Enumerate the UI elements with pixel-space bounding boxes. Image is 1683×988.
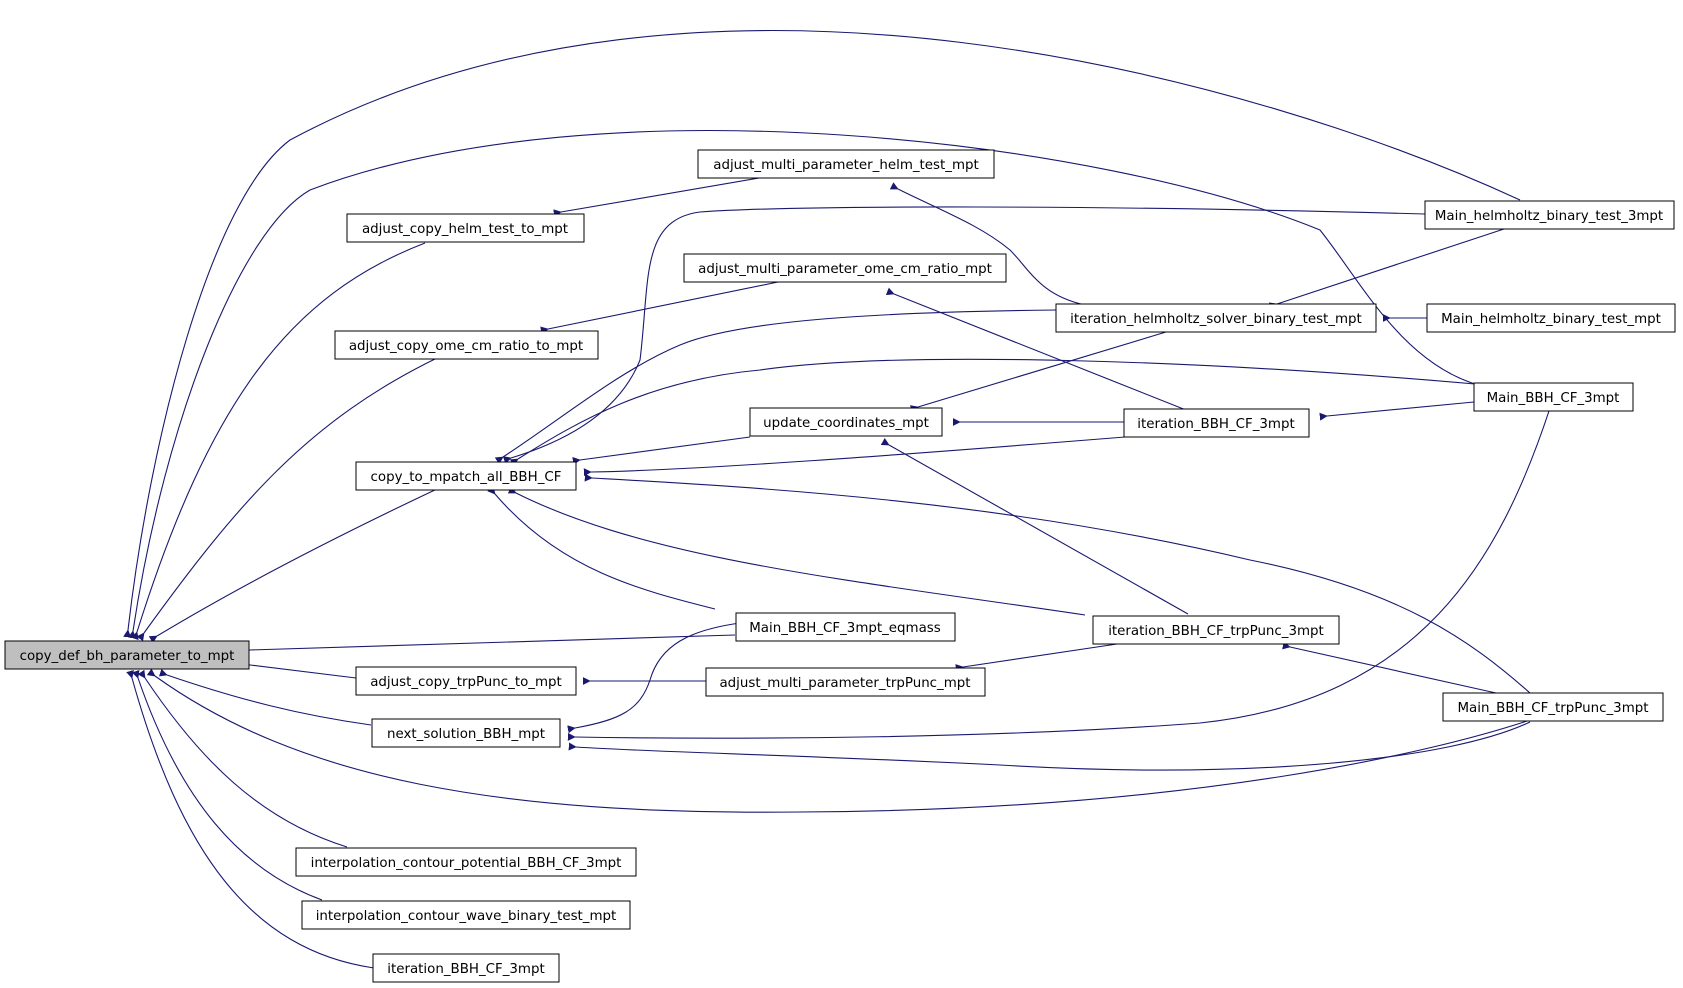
edge-iter-bbh-b-to-root xyxy=(126,669,375,969)
node-label: Main_BBH_CF_3mpt_eqmass xyxy=(749,621,941,636)
node-label: Main_helmholtz_binary_test_mpt xyxy=(1441,312,1661,327)
node-adjust-multi-parameter-helm-test-mpt[interactable]: adjust_multi_parameter_helm_test_mpt xyxy=(697,149,995,179)
node-iteration-bbh-cf-3mpt-left[interactable]: iteration_BBH_CF_3mpt xyxy=(372,953,560,983)
node-adjust-multi-parameter-ome-cm-ratio-mpt[interactable]: adjust_multi_parameter_ome_cm_ratio_mpt xyxy=(683,253,1007,283)
node-next-solution-bbh-mpt[interactable]: next_solution_BBH_mpt xyxy=(371,718,561,748)
node-label: interpolation_contour_potential_BBH_CF_3… xyxy=(311,856,622,871)
node-adjust-copy-trppunc-to-mpt[interactable]: adjust_copy_trpPunc_to_mpt xyxy=(355,666,577,696)
node-main-helmholtz-binary-test-3mpt[interactable]: Main_helmholtz_binary_test_3mpt xyxy=(1424,200,1675,230)
edge-adj-multi-ome-to-adj-copy-ome xyxy=(540,281,779,335)
node-label: Main_helmholtz_binary_test_3mpt xyxy=(1435,209,1663,224)
edge-main-helm3-to-iter-helm xyxy=(1268,226,1511,311)
node-copy-to-mpatch-all-bbh-cf[interactable]: copy_to_mpatch_all_BBH_CF xyxy=(355,461,577,491)
node-label: next_solution_BBH_mpt xyxy=(387,727,545,742)
node-adjust-copy-ome-cm-ratio-to-mpt[interactable]: adjust_copy_ome_cm_ratio_to_mpt xyxy=(334,330,599,360)
edge-main-trp-to-iter-trp xyxy=(1282,641,1497,694)
node-iteration-bbh-cf-trppunc-3mpt[interactable]: iteration_BBH_CF_trpPunc_3mpt xyxy=(1092,615,1340,645)
node-main-bbh-cf-3mpt-eqmass[interactable]: Main_BBH_CF_3mpt_eqmass xyxy=(735,612,956,642)
node-main-bbh-cf-3mpt[interactable]: Main_BBH_CF_3mpt xyxy=(1473,382,1634,412)
node-label: Main_BBH_CF_3mpt xyxy=(1487,391,1620,406)
edge-next-sol-to-root xyxy=(158,668,372,726)
edge-iter-trp-to-update-coords xyxy=(880,437,1189,615)
edge-iter-helm-to-adj-multi-helm xyxy=(889,182,1086,306)
edge-main-helm3-to-root xyxy=(123,30,1521,638)
edge-copy-mpatch-to-root xyxy=(148,488,438,644)
node-interpolation-contour-potential-bbh-cf-3mpt[interactable]: interpolation_contour_potential_BBH_CF_3… xyxy=(295,847,637,877)
edge-adj-copy-trp-to-root xyxy=(242,660,357,679)
edge-iter-bbh-to-copy-mpatch xyxy=(583,436,1126,477)
node-label: adjust_copy_trpPunc_to_mpt xyxy=(370,675,562,690)
edge-main-bbh-to-next-sol xyxy=(567,407,1551,741)
node-label: interpolation_contour_wave_binary_test_m… xyxy=(316,909,617,924)
node-main-bbh-cf-trppunc-3mpt[interactable]: Main_BBH_CF_trpPunc_3mpt xyxy=(1442,692,1664,722)
edge-iter-trp-to-copy-mpatch xyxy=(507,486,1086,616)
nodes: copy_def_bh_parameter_to_mpt adjust_copy… xyxy=(4,149,1676,983)
edge-interp-pot-to-root xyxy=(137,669,348,848)
edge-adj-multi-helm-to-adj-copy-helm xyxy=(553,176,766,218)
node-label: iteration_helmholtz_solver_binary_test_m… xyxy=(1070,312,1362,327)
node-label: adjust_copy_helm_test_to_mpt xyxy=(362,222,568,237)
node-label: adjust_copy_ome_cm_ratio_to_mpt xyxy=(349,339,583,354)
node-label: adjust_multi_parameter_helm_test_mpt xyxy=(713,158,979,173)
edge-adj-copy-ome-to-root xyxy=(136,357,438,642)
edge-main-helm3-to-copy-mpatch xyxy=(502,206,1426,464)
edge-iter-bbh-to-adj-multi-ome xyxy=(885,287,1187,411)
node-update-coordinates-mpt[interactable]: update_coordinates_mpt xyxy=(749,407,943,437)
node-label: adjust_multi_parameter_ome_cm_ratio_mpt xyxy=(698,262,992,277)
edge-iter-helm-to-update-coords xyxy=(909,331,1167,413)
node-adjust-multi-parameter-trppunc-mpt[interactable]: adjust_multi_parameter_trpPunc_mpt xyxy=(705,667,986,697)
edge-main-bbh-to-iter-bbh xyxy=(1319,401,1475,421)
node-label: iteration_BBH_CF_3mpt xyxy=(1137,417,1294,432)
edge-main-bbh-to-copy-mpatch xyxy=(509,358,1476,467)
edge-main-trp-to-next-sol xyxy=(568,721,1531,771)
node-interpolation-contour-wave-binary-test-mpt[interactable]: interpolation_contour_wave_binary_test_m… xyxy=(301,900,631,930)
edge-main-trp-to-root xyxy=(146,668,1531,813)
edge-interp-wave-to-root xyxy=(131,669,323,901)
node-label: adjust_multi_parameter_trpPunc_mpt xyxy=(719,676,970,691)
node-iteration-bbh-cf-3mpt[interactable]: iteration_BBH_CF_3mpt xyxy=(1123,408,1310,438)
node-iteration-helmholtz-solver-binary-test-mpt[interactable]: iteration_helmholtz_solver_binary_test_m… xyxy=(1055,303,1377,333)
node-label: iteration_BBH_CF_3mpt xyxy=(387,962,544,977)
node-copy-def-bh-parameter-to-mpt[interactable]: copy_def_bh_parameter_to_mpt xyxy=(4,640,250,670)
edge-main-bbh-to-root xyxy=(127,130,1476,639)
edge-iter-helm-to-copy-mpatch xyxy=(494,309,1057,465)
edge-main-eqmass-to-copy-mpatch xyxy=(487,485,716,610)
node-label: iteration_BBH_CF_trpPunc_3mpt xyxy=(1108,624,1324,639)
edge-iter-trp-to-adj-multi-trp xyxy=(955,643,1118,673)
edge-main-eqmass-to-next-sol xyxy=(567,622,741,734)
edge-main-eqmass-to-root xyxy=(242,634,736,655)
edge-update-coords-to-copy-mpatch xyxy=(572,436,751,465)
edge-main-trp-to-copy-mpatch xyxy=(584,473,1531,694)
node-adjust-copy-helm-test-to-mpt[interactable]: adjust_copy_helm_test_to_mpt xyxy=(346,213,585,243)
node-label: update_coordinates_mpt xyxy=(763,416,929,431)
edges xyxy=(123,30,1551,969)
node-main-helmholtz-binary-test-mpt[interactable]: Main_helmholtz_binary_test_mpt xyxy=(1426,303,1676,333)
node-label: copy_to_mpatch_all_BBH_CF xyxy=(371,470,562,485)
node-label: Main_BBH_CF_trpPunc_3mpt xyxy=(1458,701,1649,716)
node-label: copy_def_bh_parameter_to_mpt xyxy=(20,649,235,664)
edge-adj-copy-helm-to-root xyxy=(131,242,426,641)
